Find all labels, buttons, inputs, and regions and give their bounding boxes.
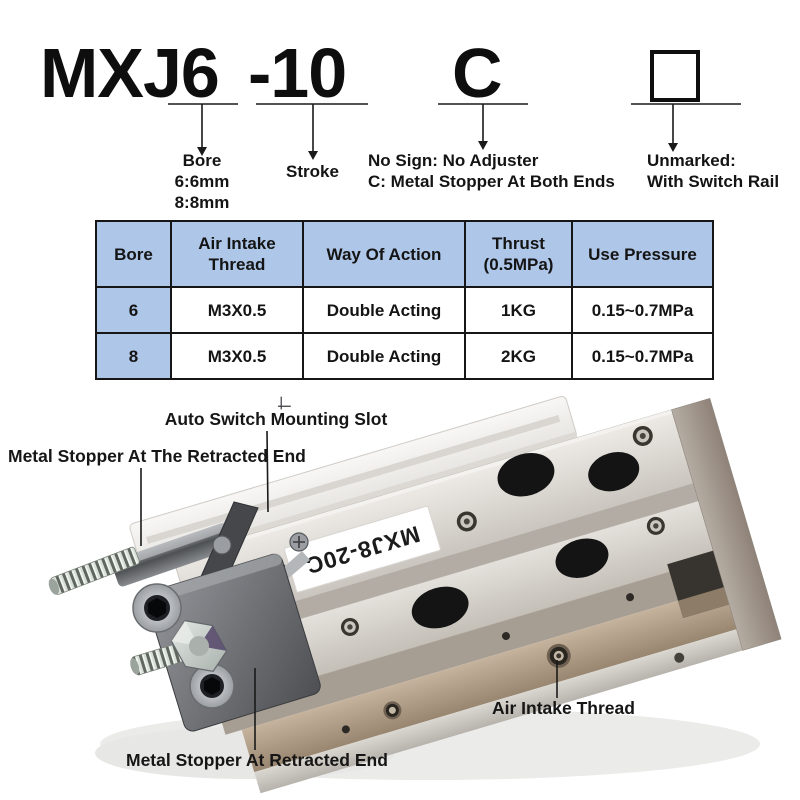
arrow-down-icon — [197, 141, 678, 160]
cell-action-8: Double Acting — [302, 332, 466, 380]
model-option-code: C — [452, 34, 503, 112]
legend-bore-option-1: 6:6mm — [174, 172, 230, 191]
model-stroke-code: -10 — [248, 34, 347, 112]
cell-bore-8: 8 — [95, 332, 172, 380]
legend-stroke: Stroke — [286, 162, 339, 181]
legend-bore-title: Bore — [182, 151, 222, 170]
model-code-connectors — [168, 103, 741, 160]
col-header-thrust: Thrust (0.5MPa) — [464, 220, 573, 288]
spec-table: Bore Air Intake Thread Way Of Action Thr… — [95, 220, 714, 380]
label-air-intake-thread: Air Intake Thread — [492, 698, 635, 718]
spec-table-header-row: Bore Air Intake Thread Way Of Action Thr… — [95, 220, 714, 288]
bracket-screw-2 — [289, 532, 309, 552]
cell-thread-6: M3X0.5 — [170, 286, 304, 334]
socket-head-screw-1 — [132, 583, 182, 633]
label-auto-switch-slot: Auto Switch Mounting Slot — [165, 409, 388, 429]
air-intake-thread-hole — [546, 643, 571, 668]
legend-switch-rail-line1: Unmarked: — [647, 151, 736, 170]
spec-table-row-bore8: 8 M3X0.5 Double Acting 2KG 0.15~0.7MPa — [95, 332, 714, 380]
cell-bore-6: 6 — [95, 286, 172, 334]
guide-groove — [194, 483, 699, 649]
bracket-screw-1 — [212, 396, 291, 555]
legend-adjuster: No Sign: No Adjuster C: Metal Stopper At… — [368, 150, 615, 192]
legend-bore-option-2: 8:8mm — [174, 193, 230, 212]
col-header-bore: Bore — [95, 220, 172, 288]
cell-pressure-6: 0.15~0.7MPa — [571, 286, 714, 334]
legend-adjuster-line2: C: Metal Stopper At Both Ends — [368, 172, 615, 191]
threaded-holes — [340, 425, 665, 636]
legend-adjuster-line1: No Sign: No Adjuster — [368, 151, 539, 170]
spec-table-row-bore6: 6 M3X0.5 Double Acting 1KG 0.15~0.7MPa — [95, 286, 714, 334]
legend-bore: Bore 6:6mm 8:8mm — [152, 150, 252, 213]
bronze-threaded-hole — [383, 701, 402, 720]
body-front-face — [216, 558, 725, 735]
label-stopper-retracted-top: Metal Stopper At The Retracted End — [8, 446, 306, 466]
switch-rail-placeholder-box — [650, 50, 700, 102]
col-header-air-intake: Air Intake Thread — [170, 220, 304, 288]
label-stopper-retracted-bottom: Metal Stopper At Retracted End — [126, 750, 388, 770]
stopper-standoff — [111, 522, 234, 587]
legend-switch-rail: Unmarked: With Switch Rail — [647, 150, 779, 192]
cell-pressure-8: 0.15~0.7MPa — [571, 332, 714, 380]
legend-switch-rail-line2: With Switch Rail — [647, 172, 780, 191]
right-end-cap — [671, 397, 782, 651]
hex-lock-nut — [170, 620, 228, 672]
bottom-rail — [254, 629, 743, 794]
figure-callout-lines — [140, 430, 558, 750]
cell-thread-8: M3X0.5 — [170, 332, 304, 380]
col-header-way-of-action: Way Of Action — [302, 220, 466, 288]
stopper-thread-top — [48, 546, 140, 595]
cell-thrust-6: 1KG — [464, 286, 573, 334]
cell-action-6: Double Acting — [302, 286, 466, 334]
cylinder-bronze-section — [241, 587, 737, 773]
product-figure: MXJ8-20C — [8, 396, 782, 794]
cell-thrust-8: 2KG — [464, 332, 573, 380]
model-series-code: MXJ6 — [40, 34, 220, 112]
col-header-use-pressure: Use Pressure — [571, 220, 714, 288]
